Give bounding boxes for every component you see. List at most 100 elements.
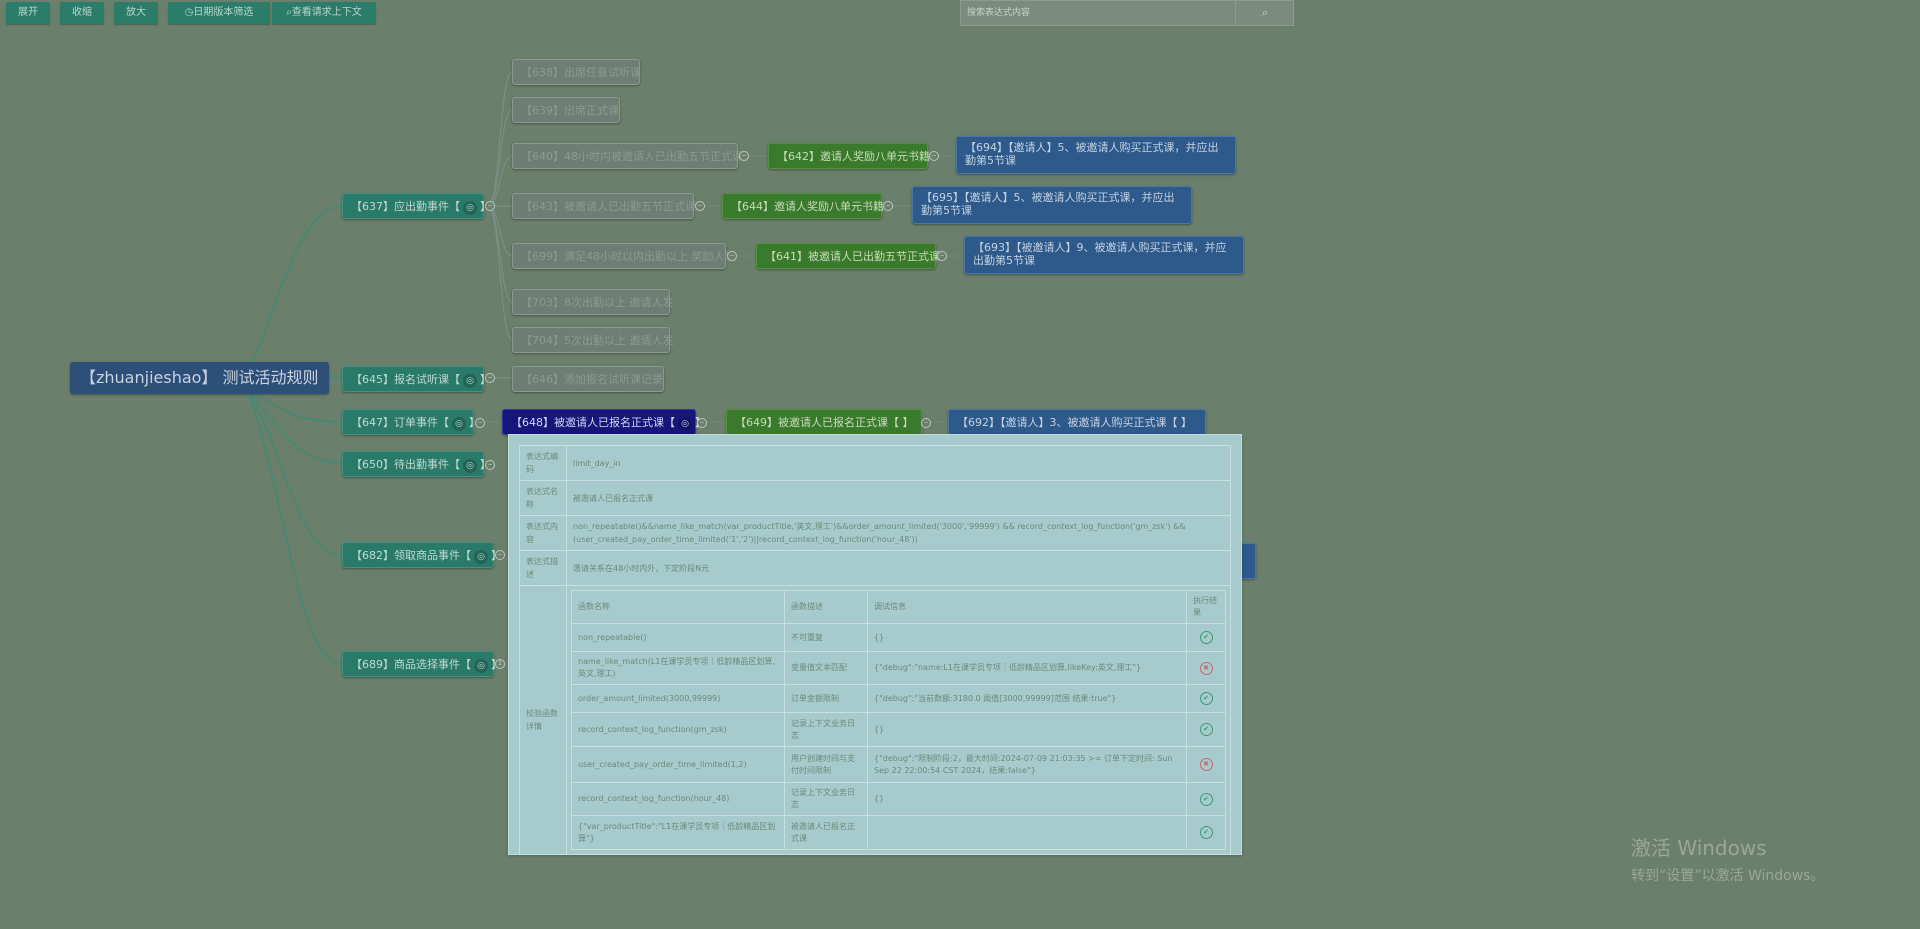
check-circle-icon: ✔ [1186, 815, 1226, 850]
check-circle-icon: ✔ [1186, 684, 1226, 713]
detail-label: 表达式内容 [519, 515, 567, 551]
zoom-button[interactable]: 放大 [114, 2, 158, 24]
cell-desc: 不可重复 [784, 623, 868, 652]
cell-fn: record_context_log_function(gm_zsk) [571, 712, 785, 747]
node-682[interactable]: 【682】领取商品事件【◎】 [342, 542, 502, 568]
node-650[interactable]: 【650】待出勤事件【◎】 [342, 451, 491, 477]
collapse-button[interactable]: 收缩 [60, 2, 104, 24]
detail-label: 表达式描述 [519, 550, 567, 586]
node-694[interactable]: 【694】【邀请人】5、被邀请人购买正式课，并应出勤第5节课 [956, 136, 1236, 174]
collapse-knob[interactable]: − [475, 418, 485, 428]
clock-icon: ◷ [184, 7, 194, 18]
node-692[interactable]: 【692】【邀请人】3、被邀请人购买正式课【 】 [948, 409, 1206, 435]
filter-button-label: 日期版本筛选 [193, 7, 254, 18]
node-label: 【689】商品选择事件【 [351, 658, 471, 671]
collapse-knob[interactable]: − [485, 460, 495, 470]
detail-label: 表达式编码 [519, 445, 567, 481]
status-icon: ◎ [474, 659, 488, 673]
cell-desc: 被邀请人已报名正式课 [784, 815, 868, 850]
collapse-knob[interactable]: − [883, 201, 893, 211]
node-638[interactable]: 【638】出席任意试听课 [512, 59, 641, 85]
node-640[interactable]: 【640】48小时内被邀请人已出勤五节正式课 [512, 143, 743, 169]
status-icon: ◎ [452, 417, 466, 431]
column-header: 调试信息 [867, 590, 1187, 624]
function-table-cell: 函数名称 函数描述 调试信息 执行结果 non_repeatable()不可重复… [566, 585, 1231, 855]
cell-fn: name_like_match(L1在课学员专项｜低龄精品区划算,英文,理工) [571, 651, 785, 685]
node-642[interactable]: 【642】邀请人奖励八单元书籍 [768, 143, 930, 169]
check-circle-icon: ✔ [1186, 782, 1226, 816]
expand-button[interactable]: 展开 [6, 2, 50, 24]
node-643[interactable]: 【643】被邀请人已出勤五节正式课 [512, 193, 696, 219]
collapse-knob[interactable]: − [929, 151, 939, 161]
collapse-knob[interactable]: − [739, 151, 749, 161]
table-row: user_created_pay_order_time_limited(1,2)… [571, 746, 1226, 783]
context-button[interactable]: ⌕查看请求上下文 [272, 2, 376, 24]
collapse-knob[interactable]: − [937, 251, 947, 261]
node-693[interactable]: 【693】【被邀请人】9、被邀请人购买正式课，并应出勤第5节课 [964, 236, 1244, 274]
cell-debug: {"debug":"name:L1在课学员专项｜低龄精品区划算,likeKey:… [867, 651, 1187, 685]
collapse-knob[interactable]: − [921, 418, 931, 428]
collapse-knob[interactable]: 2 [495, 659, 505, 669]
node-637[interactable]: 【637】应出勤事件【◎】 [342, 193, 491, 219]
status-icon: ◎ [474, 550, 488, 564]
detail-value: limit_day_in [566, 445, 1231, 481]
node-703[interactable]: 【703】8次出勤以上 邀请人发 [512, 289, 674, 315]
table-row: record_context_log_function(gm_zsk)记录上下文… [571, 712, 1226, 747]
detail-label: 表达式名称 [519, 480, 567, 516]
node-label: 【650】待出勤事件【 [351, 458, 460, 471]
status-icon: ◎ [463, 201, 477, 215]
node-695[interactable]: 【695】【邀请人】5、被邀请人购买正式课，并应出勤第5节课 [912, 186, 1192, 224]
node-645[interactable]: 【645】报名试听课【◎】 [342, 366, 491, 392]
node-641[interactable]: 【641】被邀请人已出勤五节正式课 [756, 243, 940, 269]
detail-value: 被邀请人已报名正式课 [566, 480, 1231, 516]
search-button[interactable]: ⌕ [1235, 1, 1294, 25]
status-icon: ◎ [463, 374, 477, 388]
node-label: 【649】被邀请人已报名正式课【 [735, 416, 899, 429]
status-icon: ◎ [463, 459, 477, 473]
column-header: 函数名称 [571, 590, 785, 624]
cell-fn: user_created_pay_order_time_limited(1,2) [571, 746, 785, 783]
node-647[interactable]: 【647】订单事件【◎】 [342, 409, 480, 435]
detail-value: 邀请关系在48小时内外，下定阶段N元 [566, 550, 1231, 586]
cell-fn: {"var_productTitle":"L1在课学员专项｜低龄精品区划算"} [571, 815, 785, 850]
search-box: ⌕ [960, 0, 1294, 26]
x-circle-icon: ✖ [1186, 651, 1226, 685]
collapse-knob[interactable]: − [485, 201, 495, 211]
cell-desc: 用户创建时间与支付时间限制 [784, 746, 868, 783]
node-label: 【647】订单事件【 [351, 416, 449, 429]
node-704[interactable]: 【704】5次出勤以上 邀请人发 [512, 327, 674, 353]
collapse-knob[interactable]: − [695, 201, 705, 211]
node-639[interactable]: 【639】出席正式课 [512, 97, 620, 123]
cell-fn: record_context_log_function(hour_48) [571, 782, 785, 816]
collapse-knob[interactable]: − [697, 418, 707, 428]
node-648[interactable]: 【648】被邀请人已报名正式课【◎】 [502, 409, 706, 435]
detail-label: 校验函数详情 [519, 585, 567, 855]
context-button-label: 查看请求上下文 [291, 7, 362, 18]
function-table: 函数名称 函数描述 调试信息 执行结果 non_repeatable()不可重复… [571, 590, 1226, 850]
search-icon: ⌕ [286, 7, 292, 18]
x-circle-icon: ✖ [1186, 746, 1226, 783]
collapse-knob[interactable]: − [727, 251, 737, 261]
node-646[interactable]: 【646】添加报名试听课记录 [512, 366, 664, 392]
cell-desc: 记录上下文业务日志 [784, 712, 868, 747]
filter-button[interactable]: ◷日期版本筛选 [168, 2, 270, 24]
detail-value: non_repeatable()&&name_like_match(var_pr… [566, 515, 1231, 551]
check-circle-icon: ✔ [1186, 623, 1226, 652]
search-input[interactable] [961, 1, 1233, 25]
node-label: 【645】报名试听课【 [351, 373, 460, 386]
cell-debug: {} [867, 623, 1187, 652]
cell-debug: {} [867, 712, 1187, 747]
collapse-knob[interactable]: − [495, 550, 505, 560]
node-644[interactable]: 【644】邀请人奖励八单元书籍 [722, 193, 884, 219]
cell-fn: order_amount_limited(3000,99999) [571, 684, 785, 713]
node-649[interactable]: 【649】被邀请人已报名正式课【 】 [726, 409, 922, 435]
node-689[interactable]: 【689】商品选择事件【◎】 [342, 651, 502, 677]
cell-debug: {} [867, 782, 1187, 816]
column-header: 函数描述 [784, 590, 868, 624]
collapse-knob[interactable]: − [485, 373, 495, 383]
cell-debug: {"debug":"当前数额:3180.0 阈值[3000,99999]范围 结… [867, 684, 1187, 713]
root-node[interactable]: 【zhuanjieshao】 测试活动规则 [70, 362, 329, 394]
node-label: 【648】被邀请人已报名正式课【 [511, 416, 675, 429]
node-699[interactable]: 【699】满足48小时以内出勤以上 奖励人发 [512, 243, 736, 269]
watermark-title: 激活 Windows [1631, 836, 1767, 860]
